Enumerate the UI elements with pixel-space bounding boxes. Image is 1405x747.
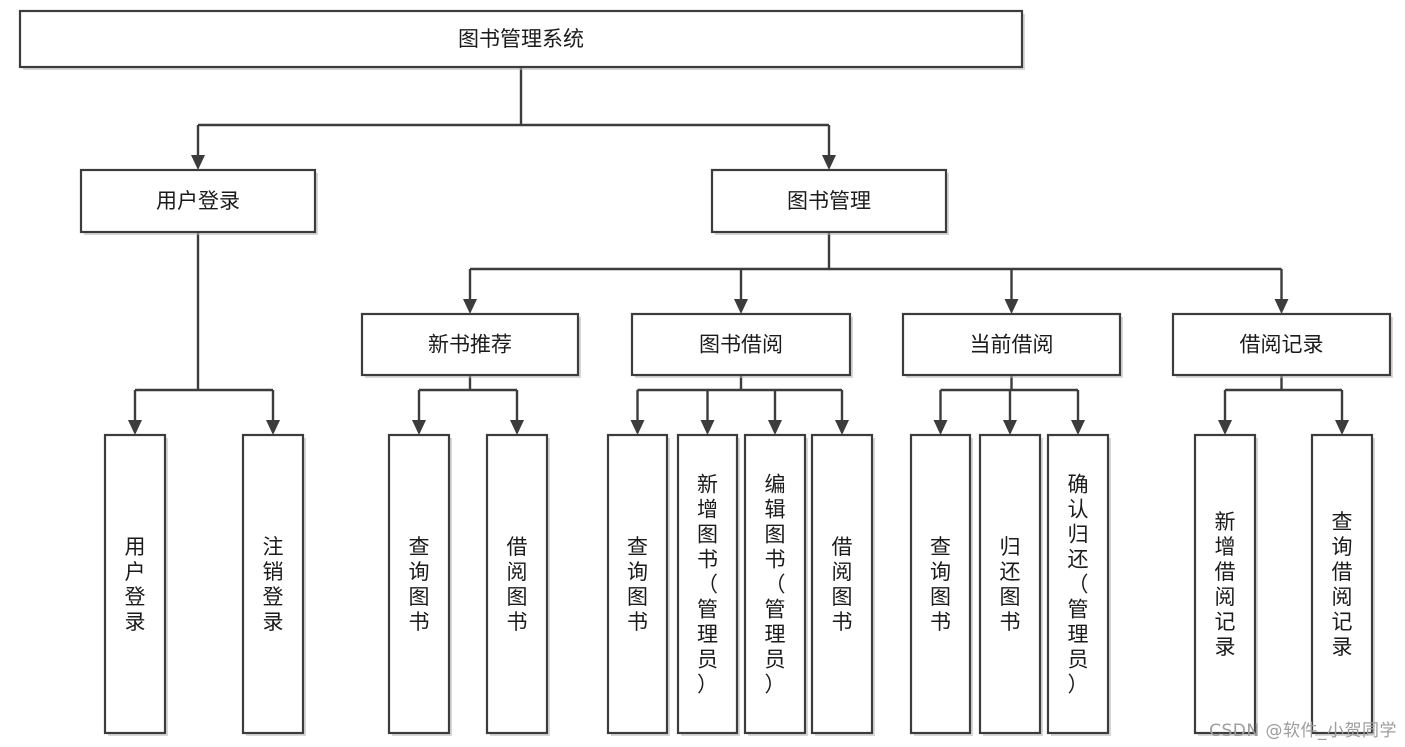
- node-label: 图书借阅: [699, 333, 783, 357]
- connector-layer: [128, 67, 1349, 435]
- node-box[interactable]: [743, 433, 807, 735]
- node-recommend-borrow-book[interactable]: 借阅图书: [485, 433, 550, 736]
- arrow-head-icon: [835, 420, 849, 435]
- node-box[interactable]: [241, 433, 305, 735]
- node-box[interactable]: [810, 433, 874, 735]
- node-box[interactable]: [103, 433, 167, 735]
- node-label: 查询借阅记录: [1332, 510, 1353, 659]
- node-label: 借阅图书: [832, 535, 853, 634]
- arrow-head-icon: [1335, 420, 1349, 435]
- node-label: 查询图书: [409, 535, 430, 634]
- node-box[interactable]: [79, 168, 317, 234]
- node-box[interactable]: [360, 312, 580, 377]
- node-label: 用户登录: [125, 535, 146, 634]
- arrow-head-icon: [1071, 420, 1085, 435]
- connector-new-book-recommend: [412, 375, 524, 435]
- node-box[interactable]: [630, 312, 852, 377]
- node-new-book-recommend[interactable]: 新书推荐: [360, 312, 581, 378]
- arrow-head-icon: [822, 155, 836, 170]
- connector-user-login: [128, 232, 280, 435]
- arrow-head-icon: [463, 299, 477, 314]
- node-box[interactable]: [485, 433, 549, 735]
- node-label: 图书管理: [787, 189, 871, 213]
- node-label: 归还图书: [1000, 535, 1021, 634]
- node-current-return-book[interactable]: 归还图书: [978, 433, 1043, 736]
- node-borrow-records[interactable]: 借阅记录: [1171, 312, 1393, 378]
- arrow-head-icon: [510, 420, 524, 435]
- node-borrow-query-book[interactable]: 查询图书: [606, 433, 670, 736]
- arrow-head-icon: [734, 299, 748, 314]
- node-box[interactable]: [901, 312, 1122, 377]
- node-user-login-leaf[interactable]: 用户登录: [103, 433, 168, 736]
- connector-book-borrow: [630, 375, 849, 435]
- node-user-login[interactable]: 用户登录: [79, 168, 318, 235]
- node-records-add[interactable]: 新增借阅记录: [1193, 433, 1258, 736]
- connector-borrow-records: [1218, 375, 1349, 435]
- node-layer: 图书管理系统用户登录用户登录注销登录图书管理新书推荐查询图书借阅图书图书借阅查询…: [18, 9, 1393, 736]
- arrow-head-icon: [933, 420, 948, 435]
- node-borrow-borrow-book[interactable]: 借阅图书: [810, 433, 875, 736]
- arrow-head-icon: [191, 155, 205, 170]
- node-label: 查询图书: [930, 535, 951, 634]
- arrow-head-icon: [128, 420, 142, 435]
- connector-current-borrow: [933, 375, 1085, 435]
- arrow-head-icon: [700, 420, 715, 435]
- arrow-head-icon: [412, 420, 426, 435]
- arrow-head-icon: [1274, 299, 1289, 314]
- arrow-head-icon: [1218, 420, 1232, 435]
- node-label: 图书管理系统: [458, 27, 584, 51]
- node-current-borrow[interactable]: 当前借阅: [901, 312, 1123, 378]
- node-box[interactable]: [606, 433, 669, 735]
- node-box[interactable]: [1171, 312, 1392, 377]
- node-label: 新增图书（管理员）: [697, 473, 718, 697]
- node-label: 查询图书: [627, 535, 648, 634]
- node-box[interactable]: [978, 433, 1042, 735]
- node-box[interactable]: [676, 433, 739, 735]
- node-borrow-edit-book[interactable]: 编辑图书（管理员）: [743, 433, 808, 736]
- arrow-head-icon: [1004, 299, 1019, 314]
- csdn-watermark: CSDN @软件_小贺同学: [1209, 721, 1397, 741]
- node-borrow-add-book[interactable]: 新增图书（管理员）: [676, 433, 740, 736]
- node-label: 借阅图书: [507, 535, 528, 634]
- connector-book-management: [463, 232, 1289, 314]
- node-book-borrow[interactable]: 图书借阅: [630, 312, 853, 378]
- arrow-head-icon: [630, 420, 645, 435]
- node-box[interactable]: [387, 433, 451, 735]
- node-box[interactable]: [710, 168, 948, 234]
- node-label: 用户登录: [156, 189, 240, 213]
- connector-root-to-level2: [191, 67, 836, 170]
- node-user-logout-leaf[interactable]: 注销登录: [241, 433, 306, 736]
- node-recommend-query-book[interactable]: 查询图书: [387, 433, 452, 736]
- node-label: 确认归还（管理员）: [1068, 473, 1089, 697]
- node-box[interactable]: [18, 9, 1024, 69]
- node-label: 新增借阅记录: [1215, 510, 1236, 659]
- node-records-query[interactable]: 查询借阅记录: [1310, 433, 1375, 736]
- node-box[interactable]: [1046, 433, 1110, 735]
- node-label: 当前借阅: [970, 333, 1054, 357]
- node-box[interactable]: [1310, 433, 1374, 735]
- node-root[interactable]: 图书管理系统: [18, 9, 1025, 70]
- arrow-head-icon: [768, 420, 782, 435]
- node-current-query-book[interactable]: 查询图书: [909, 433, 973, 736]
- node-book-management[interactable]: 图书管理: [710, 168, 949, 235]
- node-label: 编辑图书（管理员）: [765, 473, 786, 697]
- arrow-head-icon: [1003, 420, 1017, 435]
- node-label: 注销登录: [263, 535, 284, 634]
- node-box[interactable]: [909, 433, 972, 735]
- node-label: 新书推荐: [428, 333, 512, 357]
- arrow-head-icon: [266, 420, 280, 435]
- node-label: 借阅记录: [1240, 333, 1324, 357]
- node-box[interactable]: [1193, 433, 1257, 735]
- node-current-confirm-return[interactable]: 确认归还（管理员）: [1046, 433, 1111, 736]
